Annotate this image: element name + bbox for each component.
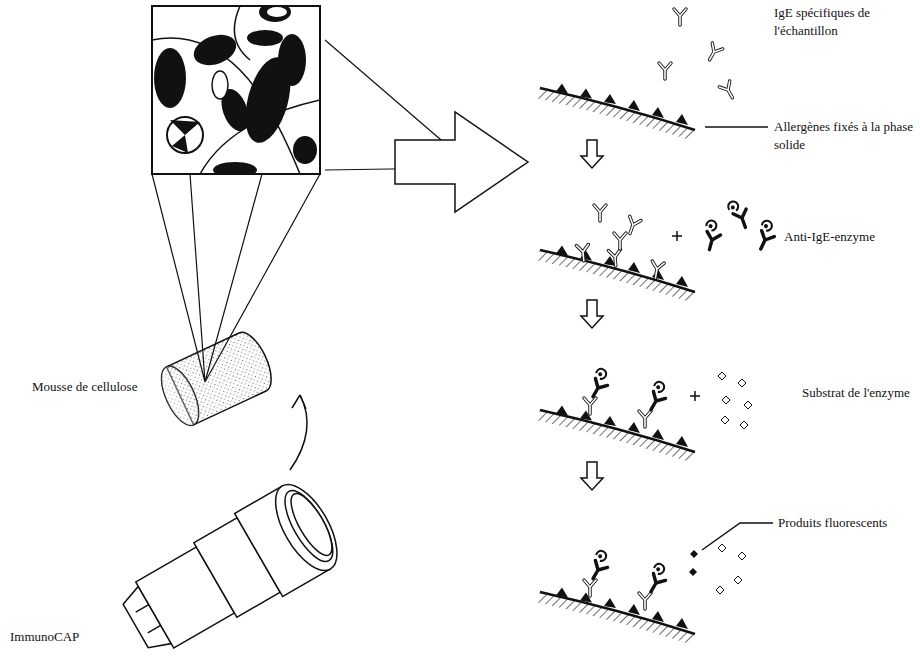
foam-label: Mousse de cellulose (30, 378, 139, 396)
immunocap-label: ImmunoCAP (8, 628, 81, 646)
substrate-label: Substrat de l'enzyme (800, 384, 912, 402)
allergen-label: Allergènes fixés à la phase solide (772, 118, 916, 153)
sample-ige-label: IgE spécifiques de l'échantillon (772, 4, 916, 39)
products-label: Produits fluorescents (776, 514, 889, 532)
anti-ige-label: Anti-IgE-enzyme (782, 228, 877, 246)
